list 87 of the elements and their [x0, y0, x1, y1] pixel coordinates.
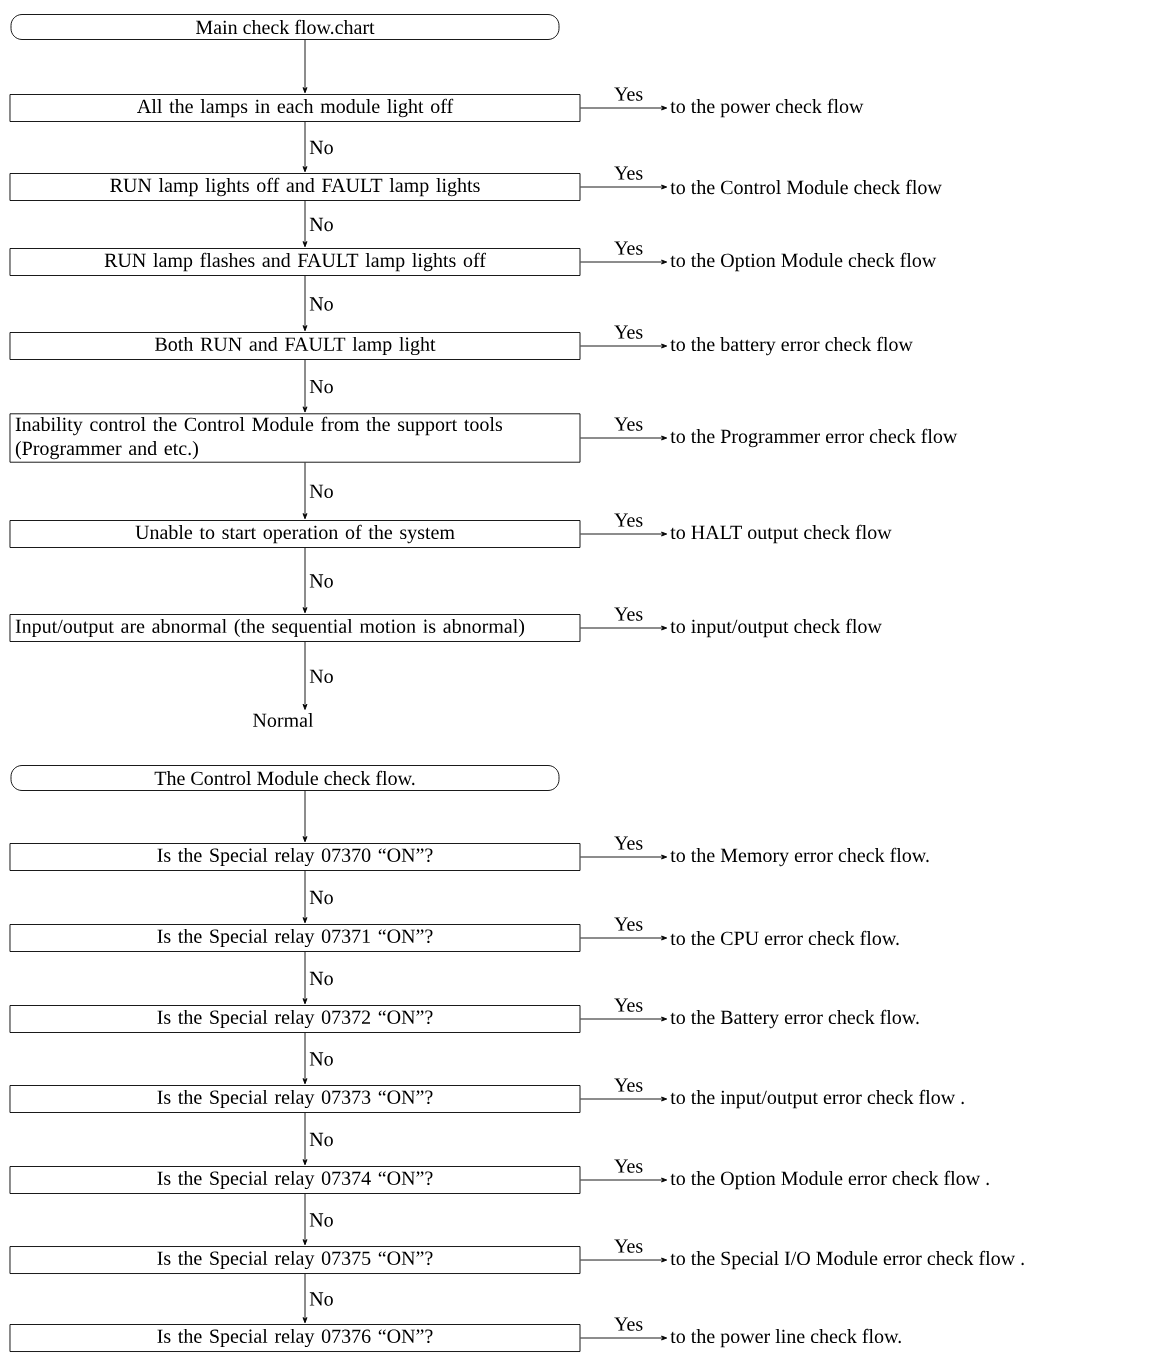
arrow — [302, 951, 308, 1005]
target-text: to the battery error check flow — [670, 336, 913, 356]
edge-label: Yes — [613, 606, 645, 622]
process-box: Is the Special relay 07374 “ON”? — [9, 1166, 581, 1194]
process-box: Is the Special relay 07376 “ON”? — [9, 1324, 581, 1352]
edge-label: Yes — [613, 916, 645, 932]
edge-label: No — [308, 889, 335, 906]
process-box: RUN lamp lights off and FAULT lamp lights — [9, 173, 581, 201]
target-text: to the Memory error check flow. — [670, 847, 929, 867]
process-box: Input/output are abnormal (the sequential motion is abnormal) — [9, 614, 581, 642]
arrow — [302, 1273, 308, 1324]
edge-label: Yes — [613, 512, 645, 528]
target-text: to the input/output error check flow . — [670, 1089, 964, 1109]
arrow — [302, 641, 308, 710]
arrow — [580, 435, 668, 441]
edge-label: Yes — [613, 165, 645, 181]
edge-label: Yes — [613, 1158, 645, 1174]
arrow — [302, 359, 308, 413]
arrow — [580, 343, 668, 349]
edge-label: No — [308, 1212, 335, 1228]
target-text: to the power check flow — [670, 98, 864, 118]
edge-label: No — [308, 1291, 335, 1307]
process-box: Both RUN and FAULT lamp light — [9, 332, 581, 360]
edge-label: Yes — [613, 324, 645, 340]
target-text: to the Option Module error check flow . — [670, 1170, 989, 1190]
process-box: Is the Special relay 07370 “ON”? — [9, 843, 581, 871]
edge-label: No — [308, 970, 335, 987]
arrow — [580, 935, 668, 941]
target-text: to the power line check flow. — [670, 1328, 901, 1348]
arrow — [580, 1257, 668, 1263]
edge-label: No — [308, 379, 335, 395]
edge-label: No — [308, 1131, 335, 1148]
arrow — [580, 259, 668, 265]
arrow — [302, 275, 308, 332]
arrow — [302, 462, 308, 520]
edge-label: No — [308, 216, 335, 233]
arrow — [580, 1177, 668, 1183]
process-box: Is the Special relay 07372 “ON”? — [9, 1005, 581, 1033]
arrow — [302, 870, 308, 924]
edge-label: No — [308, 296, 335, 312]
arrow — [580, 1016, 668, 1022]
edge-label: Yes — [613, 1077, 645, 1093]
edge-label: Yes — [613, 997, 645, 1013]
edge-label: No — [308, 1051, 335, 1067]
target-text: to the Programmer error check flow — [670, 428, 958, 448]
arrow — [302, 790, 308, 843]
arrow — [580, 625, 668, 631]
arrow — [302, 1193, 308, 1246]
arrow — [580, 105, 668, 111]
edge-label: Yes — [613, 240, 645, 256]
edge-label: Yes — [613, 1238, 645, 1254]
target-text: to the Battery error check flow. — [670, 1009, 919, 1029]
arrow — [302, 39, 308, 94]
arrow — [580, 854, 668, 860]
edge-label: No — [308, 668, 335, 684]
target-text: to the CPU error check flow. — [670, 930, 899, 946]
process-box: Is the Special relay 07375 “ON”? — [9, 1246, 581, 1274]
arrow — [580, 184, 668, 190]
process-box: Is the Special relay 07371 “ON”? — [9, 924, 581, 952]
arrow — [302, 121, 308, 173]
arrow — [580, 1096, 668, 1102]
target-text: to the Special I/O Module error check flow . — [670, 1250, 1024, 1270]
target-text: to HALT output check flow — [670, 524, 892, 544]
process-box: All the lamps in each module light off — [9, 94, 581, 122]
arrow — [302, 1112, 308, 1166]
edge-label: Yes — [613, 1316, 645, 1332]
arrow — [302, 547, 308, 614]
target-text: to the Option Module check flow — [670, 252, 937, 272]
arrow — [580, 531, 668, 537]
target-text: to the Control Module check flow — [670, 179, 942, 195]
process-box: Unable to start operation of the system — [9, 520, 581, 548]
process-box: RUN lamp flashes and FAULT lamp lights off — [9, 248, 581, 276]
end-text: Normal — [253, 712, 314, 728]
arrow — [580, 1335, 668, 1341]
edge-label: No — [308, 573, 335, 589]
arrow — [302, 200, 308, 248]
process-box: Inability control the Control Module from the support tools (Programmer and etc.) — [9, 413, 581, 463]
process-box: Is the Special relay 07373 “ON”? — [9, 1085, 581, 1113]
target-text: to input/output check flow — [670, 618, 882, 638]
terminator-box: Main check flow.chart — [10, 14, 560, 40]
terminator-box: The Control Module check flow. — [10, 765, 560, 791]
edge-label: Yes — [613, 86, 645, 102]
edge-label: Yes — [613, 416, 645, 432]
edge-label: No — [308, 139, 335, 156]
edge-label: Yes — [613, 835, 645, 851]
edge-label: No — [308, 483, 335, 499]
arrow — [302, 1032, 308, 1085]
